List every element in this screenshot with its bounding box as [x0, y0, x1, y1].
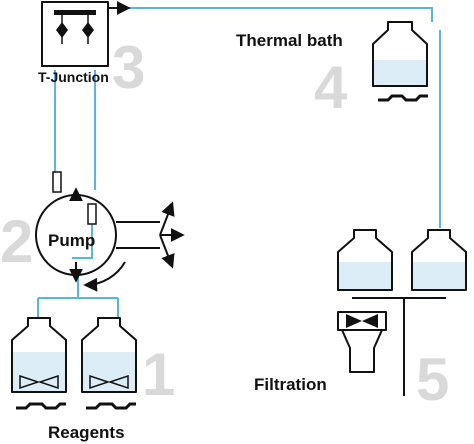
filter-clamp-icon: [346, 314, 378, 328]
heating-element-icon: [86, 402, 136, 410]
flow-meter-icon: [87, 203, 97, 225]
pump-label: Pump: [48, 231, 95, 250]
rotation-arrow-icon: [83, 261, 126, 292]
filtration-unit: [337, 297, 446, 396]
stir-bar-icon: [89, 374, 129, 390]
t-junction-box: [41, 1, 109, 67]
reagent-vessel-right: [81, 317, 137, 410]
filtration-label: Filtration: [254, 375, 327, 394]
thermal-bath-label: Thermal bath: [236, 31, 343, 50]
heating-element-icon: [378, 94, 428, 102]
collection-vessel-right: [411, 229, 467, 291]
stir-bar-icon: [19, 374, 59, 390]
filter-funnel: [341, 329, 383, 373]
step-number-1: 1: [142, 341, 175, 408]
step-number-3: 3: [112, 34, 145, 101]
reagent-vessel-left: [11, 317, 67, 410]
agitation-arrow-icon: [159, 234, 175, 269]
thermal-bath-vessel: [372, 21, 428, 102]
reagents-label: Reagents: [48, 423, 125, 442]
tubing-network: [37, 7, 441, 318]
t-junction-label: T-Junction: [38, 69, 109, 85]
t-junction-unit: [41, 1, 131, 67]
t-junction-connector: [54, 10, 96, 15]
collection-vessel-left: [337, 229, 393, 291]
heating-element-icon: [16, 402, 66, 410]
pump-shaft: [116, 221, 160, 249]
step-number-5: 5: [416, 346, 449, 413]
flow-meter-icon: [52, 171, 62, 193]
pump-unit: [35, 171, 185, 292]
step-number-4: 4: [314, 54, 348, 121]
agitation-arrow-icon: [159, 201, 175, 236]
step-number-2: 2: [0, 208, 33, 275]
